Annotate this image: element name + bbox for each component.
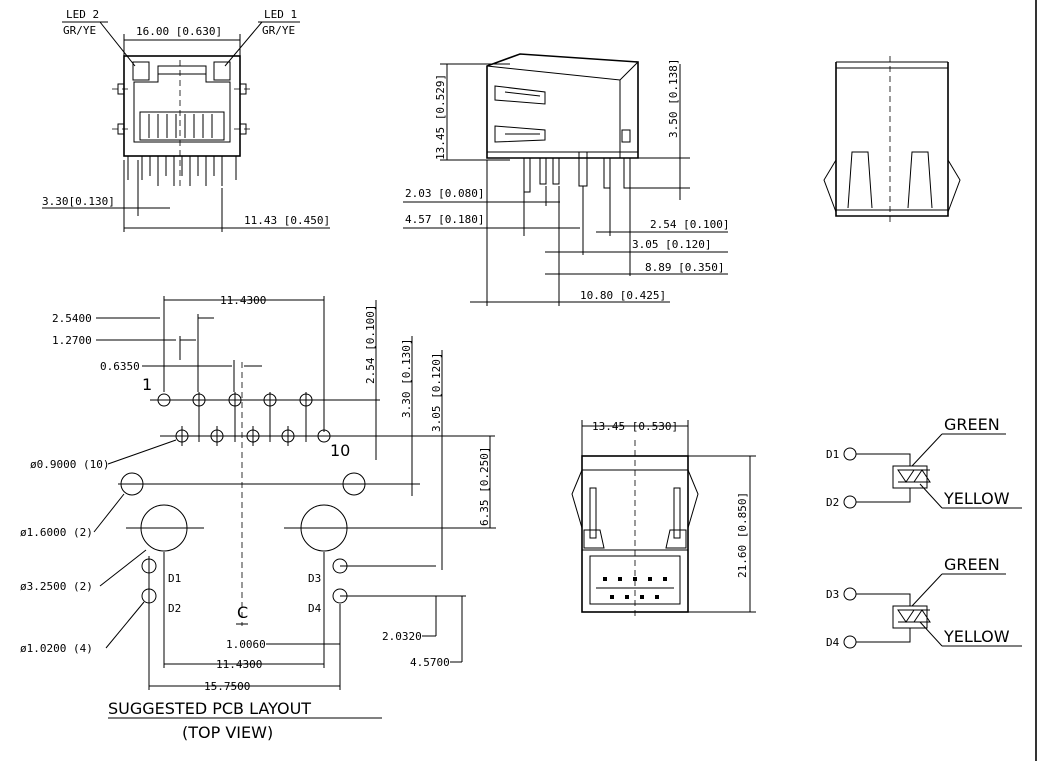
schem-bottom-pin-b-pad — [843, 635, 857, 649]
pcb-total-span-dim: 15.7500 — [204, 680, 250, 693]
side-view: 13.45 [0.529] 3.50 [0.138] 2.03 [0.080] … — [403, 53, 729, 306]
pcb-v-254: 2.54 [0.100] — [364, 305, 377, 384]
led-schematic-top: D1 D2 GREEN YELLOW — [826, 415, 1022, 509]
pcb-v-305: 3.05 [0.120] — [430, 353, 443, 432]
rj45-opening — [133, 73, 231, 143]
front-width-dim: 16.00 [0.630] — [136, 25, 222, 38]
hole-callout-090: ø0.9000 (10) — [30, 458, 109, 471]
pcb-label-d4: D4 — [308, 602, 322, 615]
pcb-dim-0635: 0.6350 — [100, 360, 140, 373]
led2-leader — [99, 21, 136, 67]
pcb-top-span-dim: 11.4300 — [220, 294, 266, 307]
jack-body — [123, 55, 241, 157]
led2-label: LED 2 — [66, 8, 99, 21]
led1-window — [213, 61, 231, 81]
side-pin-len-dim: 3.50 [0.138] — [667, 59, 680, 138]
schem-top-pin-b-pad — [843, 495, 857, 509]
schem-top-yellow: YELLOW — [943, 489, 1010, 508]
pin-row-2 — [160, 429, 495, 443]
pin-row-1 — [150, 393, 380, 407]
side-dim-10-80: 10.80 [0.425] — [580, 289, 666, 302]
pcb-dim-2540: 2.5400 — [52, 312, 92, 325]
bottom-view: 13.45 [0.530] 21.60 [0.850] — [571, 420, 756, 620]
side-height-dim: 13.45 [0.529] — [434, 74, 447, 160]
side-dim-3-05: 3.05 [0.120] — [632, 238, 711, 251]
hole-callout-160: ø1.6000 (2) — [20, 526, 93, 539]
schem-bottom-pin-a: D3 — [826, 588, 839, 601]
pcb-v-330: 3.30 [0.130] — [400, 339, 413, 418]
pin-1-label: 1 — [142, 375, 152, 394]
led1-label: LED 1 — [264, 8, 297, 21]
pcb-dim-1270: 1.2700 — [52, 334, 92, 347]
pcb-v-635: 6.35 [0.250] — [478, 447, 491, 526]
led1-leader — [224, 21, 263, 67]
side-body — [486, 53, 639, 159]
led2-color: GR/YE — [63, 24, 96, 37]
side-dim-2-54: 2.54 [0.100] — [650, 218, 729, 231]
bottom-height-dim: 21.60 [0.850] — [736, 492, 749, 578]
pcb-dim-1006: 1.0060 — [226, 638, 266, 651]
side-latch-top — [494, 85, 546, 105]
schem-top-green: GREEN — [944, 415, 1000, 434]
center-mark: C — [237, 603, 248, 622]
front-pin-span-dim: 11.43 [0.450] — [244, 214, 330, 227]
hole-callout-102: ø1.0200 (4) — [20, 642, 93, 655]
bottom-width-dim: 13.45 [0.530] — [592, 420, 678, 433]
pcb-bottom-span-dim: 11.4300 — [216, 658, 262, 671]
pcb-label-d3: D3 — [308, 572, 321, 585]
side-dim-8-89: 8.89 [0.350] — [645, 261, 724, 274]
pcb-dim-4570: 4.5700 — [410, 656, 450, 669]
front-offset-dim: 3.30[0.130] — [42, 195, 115, 208]
hole-callout-325: ø3.2500 (2) — [20, 580, 93, 593]
pcb-layout-title: SUGGESTED PCB LAYOUT — [108, 699, 311, 718]
schem-top-pin-a: D1 — [826, 448, 839, 461]
pcb-layout: 11.4300 2.5400 1.2700 0.6350 C 1 10 — [20, 294, 496, 742]
schem-bottom-yellow: YELLOW — [943, 627, 1010, 646]
front-view: LED 2 GR/YE LED 1 GR/YE 16.00 [0.630] — [42, 8, 330, 232]
schem-bottom-green: GREEN — [944, 555, 1000, 574]
schem-top-pin-a-pad — [843, 447, 857, 461]
pcb-layout-subtitle: (TOP VIEW) — [182, 723, 273, 742]
schem-top-pin-b: D2 — [826, 496, 839, 509]
led1-color: GR/YE — [262, 24, 295, 37]
led-schematic-bottom: D3 D4 GREEN YELLOW — [826, 555, 1022, 649]
pcb-label-d2: D2 — [168, 602, 181, 615]
schem-bottom-pin-a-pad — [843, 587, 857, 601]
rear-view — [823, 56, 961, 222]
schem-bottom-pin-b: D4 — [826, 636, 840, 649]
side-latch-bottom — [494, 125, 546, 143]
side-dim-2-03: 2.03 [0.080] — [405, 187, 484, 200]
pin-10-label: 10 — [330, 441, 350, 460]
side-dim-4-57: 4.57 [0.180] — [405, 213, 484, 226]
pcb-label-d1: D1 — [168, 572, 181, 585]
led2-window — [132, 61, 150, 81]
pcb-dim-2032: 2.0320 — [382, 630, 422, 643]
